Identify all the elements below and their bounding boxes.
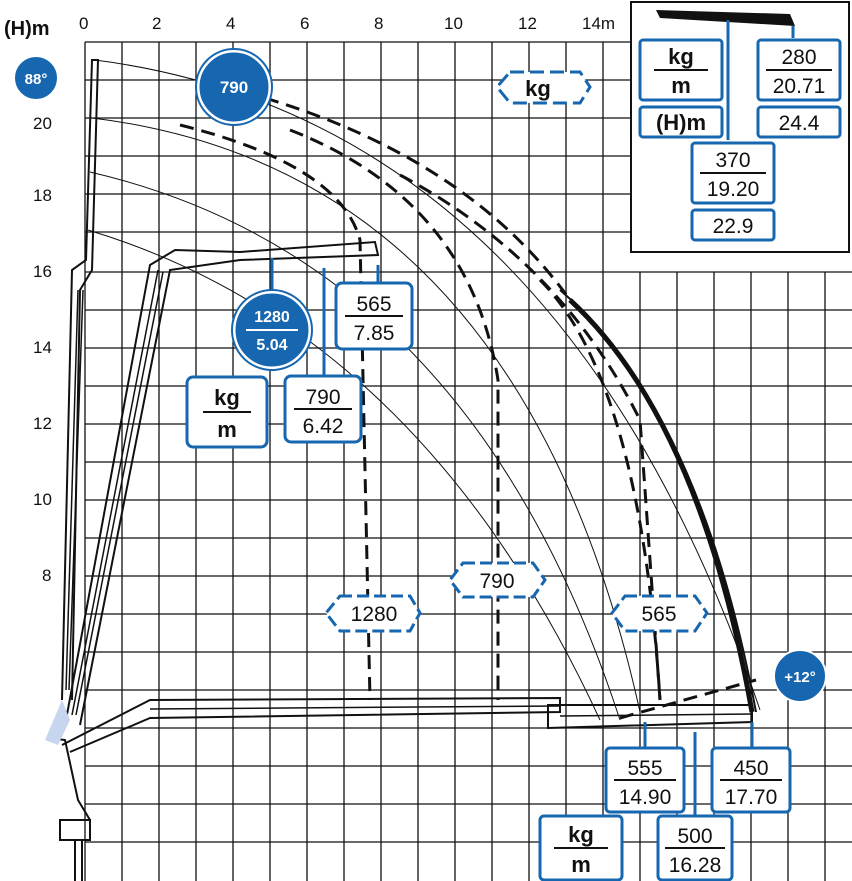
capacity-box-450: 450 17.70 — [710, 722, 792, 814]
envelope-label-1280: 1280 — [324, 594, 422, 633]
y-tick-label: 8 — [42, 566, 51, 585]
x-tick-label: 2 — [152, 14, 161, 33]
max-reach-envelope-outer — [559, 289, 757, 713]
x-tick-label: 10 — [444, 14, 463, 33]
capacity-box-kg: 790 — [305, 386, 340, 409]
top-capacity-badge: 790 — [195, 48, 273, 126]
inset-boom-icon — [656, 10, 795, 26]
legend-m-label: m — [671, 73, 691, 98]
envelope-label: 1280 — [351, 603, 398, 626]
kg-banner-label: kg — [525, 76, 551, 101]
envelope-label: 790 — [479, 570, 514, 593]
y-axis-title: (H)m — [4, 18, 50, 40]
capacity-box-m: 14.90 — [619, 786, 672, 809]
y-axis-ticks: 20 18 16 14 12 10 8 — [33, 114, 52, 585]
y-tick-label: 20 — [33, 114, 52, 133]
envelope-label-790: 790 — [448, 561, 547, 599]
capacity-box-790: 790 6.42 — [283, 268, 363, 444]
capacity-box-m: 6.42 — [303, 415, 344, 438]
mid-capacity-kg: 1280 — [254, 309, 290, 326]
inset-kg: 370 — [715, 149, 750, 172]
capacity-box-m: 7.85 — [354, 322, 395, 345]
legend-m-label: m — [571, 852, 591, 877]
x-tick-label: 6 — [300, 14, 309, 33]
x-tick-label: 4 — [226, 14, 235, 33]
legend-m-label: m — [217, 417, 237, 442]
y-tick-label: 14 — [33, 338, 52, 357]
max-angle-label: 88° — [25, 71, 48, 88]
x-tick-label: 0 — [79, 14, 88, 33]
capacity-box-kg: 450 — [733, 757, 768, 780]
legend-hm-label: (H)m — [656, 110, 706, 135]
kg-m-legend-bottom: kg m — [538, 814, 624, 881]
capacity-box-m: 17.70 — [725, 786, 778, 809]
legend-kg-label: kg — [668, 44, 694, 69]
min-angle-badge: +12° — [773, 649, 827, 703]
max-reach-envelope — [568, 298, 755, 713]
x-axis-ticks: 0 2 4 6 8 10 12 14m — [79, 14, 615, 33]
capacity-box-500: 500 16.28 — [656, 732, 734, 881]
boom-pivot-shade — [45, 700, 70, 745]
capacity-box-kg: 565 — [356, 293, 391, 316]
y-tick-label: 12 — [33, 414, 52, 433]
inset-h: 22.9 — [713, 215, 754, 238]
inset-h: 24.4 — [779, 112, 820, 135]
y-tick-label: 16 — [33, 262, 52, 281]
capacity-box-m: 16.28 — [669, 854, 722, 877]
y-tick-label: 18 — [33, 186, 52, 205]
x-tick-label: 14m — [582, 14, 615, 33]
kg-banner-top: kg — [495, 70, 592, 105]
capacity-box-565: 565 7.85 — [334, 265, 414, 351]
min-angle-label: +12° — [784, 669, 815, 686]
y-tick-label: 10 — [33, 490, 52, 509]
crane-boom — [47, 59, 753, 881]
top-capacity-label: 790 — [220, 78, 248, 97]
inset-panel: kg m (H)m 280 20.71 24.4 370 19.20 22.9 — [630, 1, 850, 253]
x-tick-label: 8 — [374, 14, 383, 33]
inset-m: 20.71 — [773, 75, 826, 98]
capacity-box-kg: 500 — [677, 825, 712, 848]
inset-kg: 280 — [781, 46, 816, 69]
capacity-curves — [179, 96, 757, 720]
envelope-label-565: 565 — [610, 594, 709, 633]
inset-m: 19.20 — [707, 178, 760, 201]
capacity-box-kg: 555 — [627, 757, 662, 780]
x-tick-label: 12 — [518, 14, 537, 33]
legend-kg-label: kg — [214, 385, 240, 410]
capacity-box-555: 555 14.90 — [604, 722, 686, 814]
legend-kg-label: kg — [568, 822, 594, 847]
mid-capacity-m: 5.04 — [256, 337, 287, 354]
envelope-label: 565 — [641, 603, 676, 626]
mid-capacity-badge: 1280 5.04 — [231, 258, 313, 371]
max-angle-badge: 88° — [13, 55, 59, 101]
kg-m-legend-left: kg m — [185, 375, 269, 449]
